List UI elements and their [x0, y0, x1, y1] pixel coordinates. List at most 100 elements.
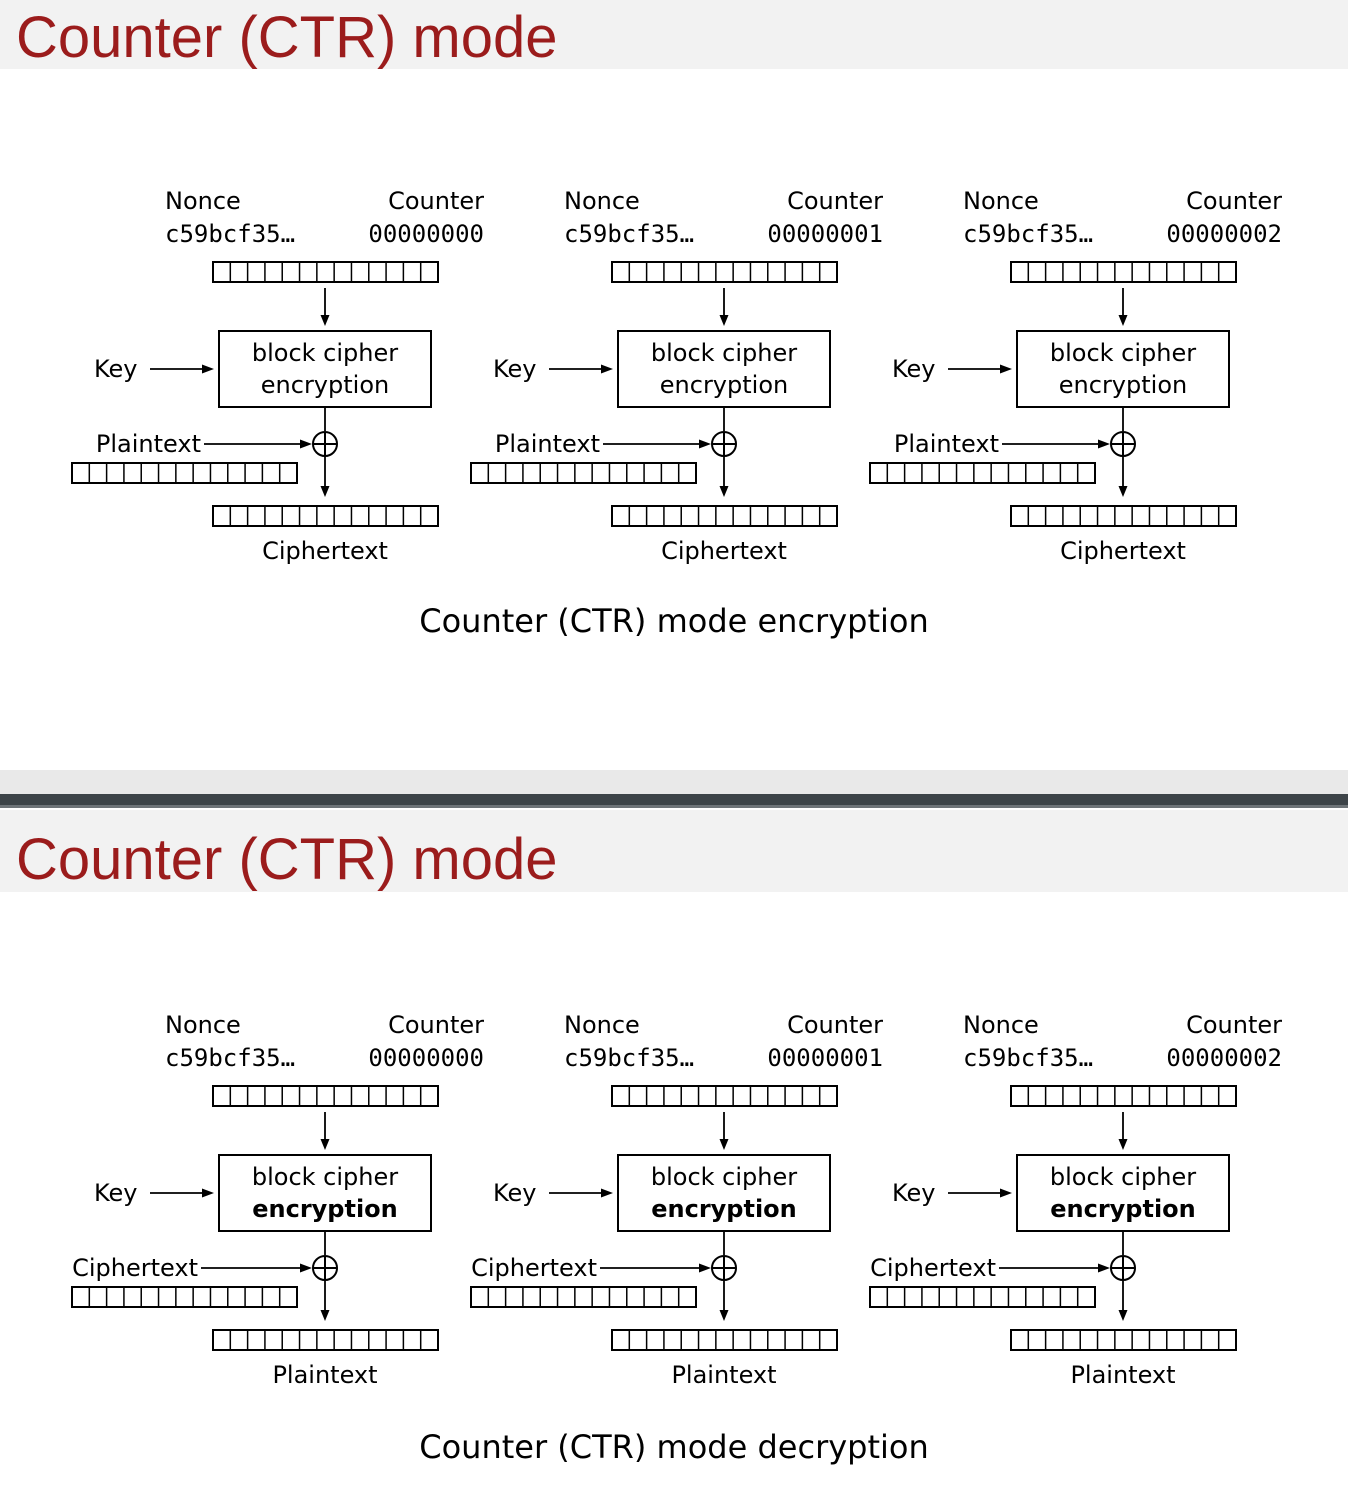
xor-icon — [312, 1255, 338, 1281]
cipher-box-line2: encryption — [651, 1195, 797, 1223]
key-label: Key — [493, 1179, 537, 1207]
block-cipher-box — [1016, 330, 1230, 408]
arrow-to-cipher — [1118, 288, 1128, 326]
arrow-head — [1000, 1188, 1012, 1198]
cipher-box-line1: block cipher — [252, 339, 398, 367]
counter-label: Counter — [1186, 187, 1282, 215]
xor-input-label: Ciphertext — [72, 1254, 198, 1282]
slide-divider — [0, 794, 1348, 808]
output-register — [611, 505, 838, 527]
output-label: Plaintext — [671, 1361, 776, 1389]
register-outline — [611, 505, 838, 527]
cipher-box-line2: encryption — [261, 371, 389, 399]
arrow-to-cipher — [1118, 1112, 1128, 1150]
arrow-to-output — [1118, 1280, 1128, 1321]
nonce-value: c59bcf35… — [963, 1044, 1093, 1072]
xor-input-arrow — [999, 1263, 1110, 1273]
key-label: Key — [94, 355, 138, 383]
register-outline — [611, 261, 838, 283]
arrow-head — [202, 1188, 214, 1198]
key-arrow — [150, 1188, 214, 1198]
key-arrow — [549, 364, 613, 374]
key-label: Key — [94, 1179, 138, 1207]
output-register — [611, 1329, 838, 1351]
register-outline — [212, 261, 439, 283]
slide-title: Counter (CTR) mode — [16, 5, 558, 70]
output-register — [212, 1329, 439, 1351]
cipher-box-line2: encryption — [1059, 371, 1187, 399]
cipher-box-line1: block cipher — [252, 1163, 398, 1191]
block-cipher-box — [218, 330, 432, 408]
output-label: Ciphertext — [262, 537, 388, 565]
arrow-head — [719, 486, 729, 497]
counter-label: Counter — [388, 1011, 484, 1039]
cipher-box-line2: encryption — [660, 371, 788, 399]
counter-value: 00000002 — [1166, 220, 1282, 248]
cipher-box-line1: block cipher — [651, 339, 797, 367]
register-outline — [1010, 1085, 1237, 1107]
nonce-label: Nonce — [963, 187, 1039, 215]
xor-icon — [711, 1255, 737, 1281]
register-outline — [71, 462, 298, 484]
register-outline — [470, 462, 697, 484]
cipher-box-line1: block cipher — [1050, 339, 1196, 367]
arrow-to-output — [719, 1280, 729, 1321]
arrow-head — [300, 1263, 312, 1273]
arrow-head — [699, 1263, 711, 1273]
key-label: Key — [892, 1179, 936, 1207]
key-arrow — [150, 364, 214, 374]
arrow-head — [320, 1310, 330, 1321]
title-bar: Counter (CTR) mode — [0, 810, 1348, 892]
arrow-head — [719, 1139, 729, 1150]
output-label: Plaintext — [1070, 1361, 1175, 1389]
xor-input-arrow — [201, 1263, 312, 1273]
arrow-to-output — [320, 456, 330, 497]
arrow-head — [1118, 315, 1128, 326]
counter-value: 00000001 — [767, 220, 883, 248]
arrow-to-cipher — [719, 288, 729, 326]
counter-label: Counter — [388, 187, 484, 215]
arrow-head — [202, 364, 214, 374]
arrow-head — [1000, 364, 1012, 374]
cipher-box-line2: encryption — [1050, 1195, 1196, 1223]
arrow-head — [601, 1188, 613, 1198]
block-cipher-box — [617, 330, 831, 408]
register-outline — [470, 1286, 697, 1308]
register-outline — [1010, 505, 1237, 527]
block-cipher-box — [617, 1154, 831, 1232]
xor-icon — [711, 431, 737, 457]
nonce-label: Nonce — [165, 1011, 241, 1039]
register-outline — [71, 1286, 298, 1308]
arrow-head — [719, 1310, 729, 1321]
nonce-counter-register — [212, 261, 439, 283]
arrow-head — [320, 1139, 330, 1150]
key-label: Key — [892, 355, 936, 383]
nonce-counter-register — [1010, 261, 1237, 283]
arrow-head — [719, 315, 729, 326]
xor-icon — [1110, 431, 1136, 457]
nonce-value: c59bcf35… — [165, 1044, 295, 1072]
xor-input-register — [869, 462, 1096, 484]
arrow-to-output — [320, 1280, 330, 1321]
nonce-counter-register — [1010, 1085, 1237, 1107]
nonce-label: Nonce — [564, 187, 640, 215]
register-outline — [212, 1085, 439, 1107]
nonce-value: c59bcf35… — [564, 1044, 694, 1072]
xor-icon — [1110, 1255, 1136, 1281]
counter-label: Counter — [787, 187, 883, 215]
title-bar: Counter (CTR) mode — [0, 0, 1348, 70]
xor-input-label: Plaintext — [495, 430, 600, 458]
slide-title: Counter (CTR) mode — [16, 827, 558, 892]
output-register — [1010, 1329, 1237, 1351]
arrow-head — [1098, 439, 1110, 449]
nonce-label: Nonce — [564, 1011, 640, 1039]
register-outline — [212, 505, 439, 527]
key-arrow — [948, 1188, 1012, 1198]
